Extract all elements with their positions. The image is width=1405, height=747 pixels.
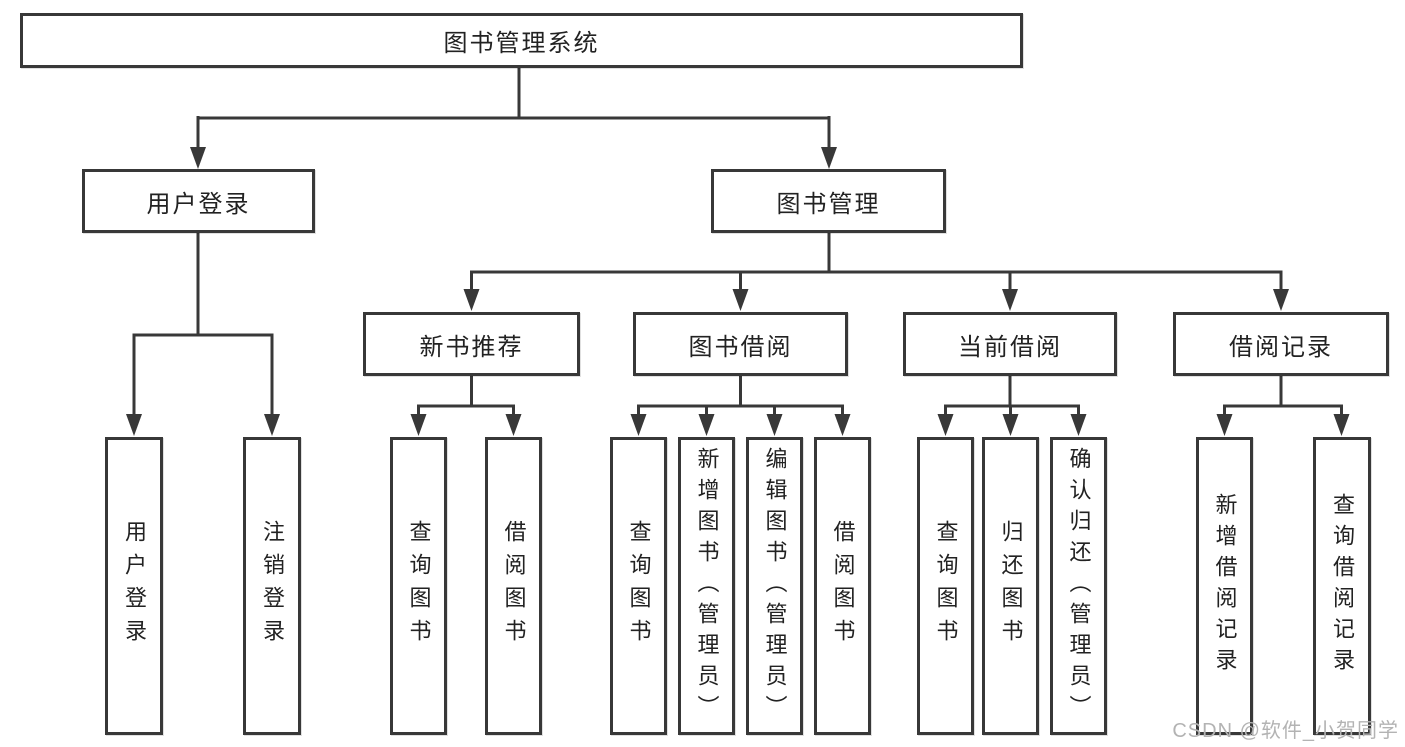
leaf-add-borrow-record: 新增借阅记录 [1196, 437, 1253, 735]
node-user-login: 用户登录 [82, 169, 315, 233]
node-user-login-label: 用户登录 [146, 190, 251, 218]
leaf-borrow-books: 借阅图书 [814, 437, 871, 735]
leaf-logout-label: 注销登录 [260, 520, 285, 652]
node-book-management: 图书管理 [711, 169, 946, 233]
leaf-query-borrow-record: 查询借阅记录 [1313, 437, 1371, 735]
leaf-borrow-books-label: 借阅图书 [830, 520, 856, 652]
node-borrow-records: 借阅记录 [1173, 312, 1389, 376]
leaf-logout: 注销登录 [243, 437, 301, 735]
leaf-add-books-admin: 新增图书（管理员） [678, 437, 735, 735]
leaf-borrow-books-recommend: 借阅图书 [485, 437, 542, 735]
leaf-query-books-borrow-label: 查询图书 [626, 520, 652, 652]
leaf-add-books-admin-label: 新增图书（管理员） [694, 446, 720, 726]
leaf-query-books-current-label: 查询图书 [933, 520, 959, 652]
leaf-user-login: 用户登录 [105, 437, 163, 735]
leaf-confirm-return-admin: 确认归还（管理员） [1050, 437, 1107, 735]
leaf-return-books-label: 归还图书 [998, 520, 1024, 652]
node-current-borrow-label: 当前借阅 [958, 333, 1062, 361]
leaf-edit-books-admin: 编辑图书（管理员） [746, 437, 803, 735]
leaf-borrow-books-recommend-label: 借阅图书 [501, 520, 527, 652]
leaf-user-login-label: 用户登录 [122, 520, 147, 652]
leaf-edit-books-admin-label: 编辑图书（管理员） [762, 446, 788, 726]
leaf-query-books-recommend: 查询图书 [390, 437, 447, 735]
leaf-query-books-borrow: 查询图书 [610, 437, 667, 735]
node-book-management-label: 图书管理 [776, 190, 881, 218]
csdn-watermark: CSDN @软件_小贺同学 [1172, 720, 1399, 742]
node-book-borrow: 图书借阅 [633, 312, 848, 376]
node-new-book-recommend-label: 新书推荐 [419, 333, 524, 361]
leaf-query-books-recommend-label: 查询图书 [406, 520, 432, 652]
node-book-borrow-label: 图书借阅 [688, 333, 793, 361]
leaf-return-books: 归还图书 [982, 437, 1039, 735]
node-current-borrow: 当前借阅 [903, 312, 1117, 376]
leaf-query-books-current: 查询图书 [917, 437, 974, 735]
node-root: 图书管理系统 [20, 13, 1023, 68]
node-new-book-recommend: 新书推荐 [363, 312, 580, 376]
leaf-confirm-return-admin-label: 确认归还（管理员） [1066, 446, 1092, 726]
node-root-label: 图书管理系统 [443, 30, 600, 57]
leaf-query-borrow-record-label: 查询借阅记录 [1330, 493, 1355, 679]
node-borrow-records-label: 借阅记录 [1229, 333, 1333, 361]
leaf-add-borrow-record-label: 新增借阅记录 [1212, 493, 1238, 679]
